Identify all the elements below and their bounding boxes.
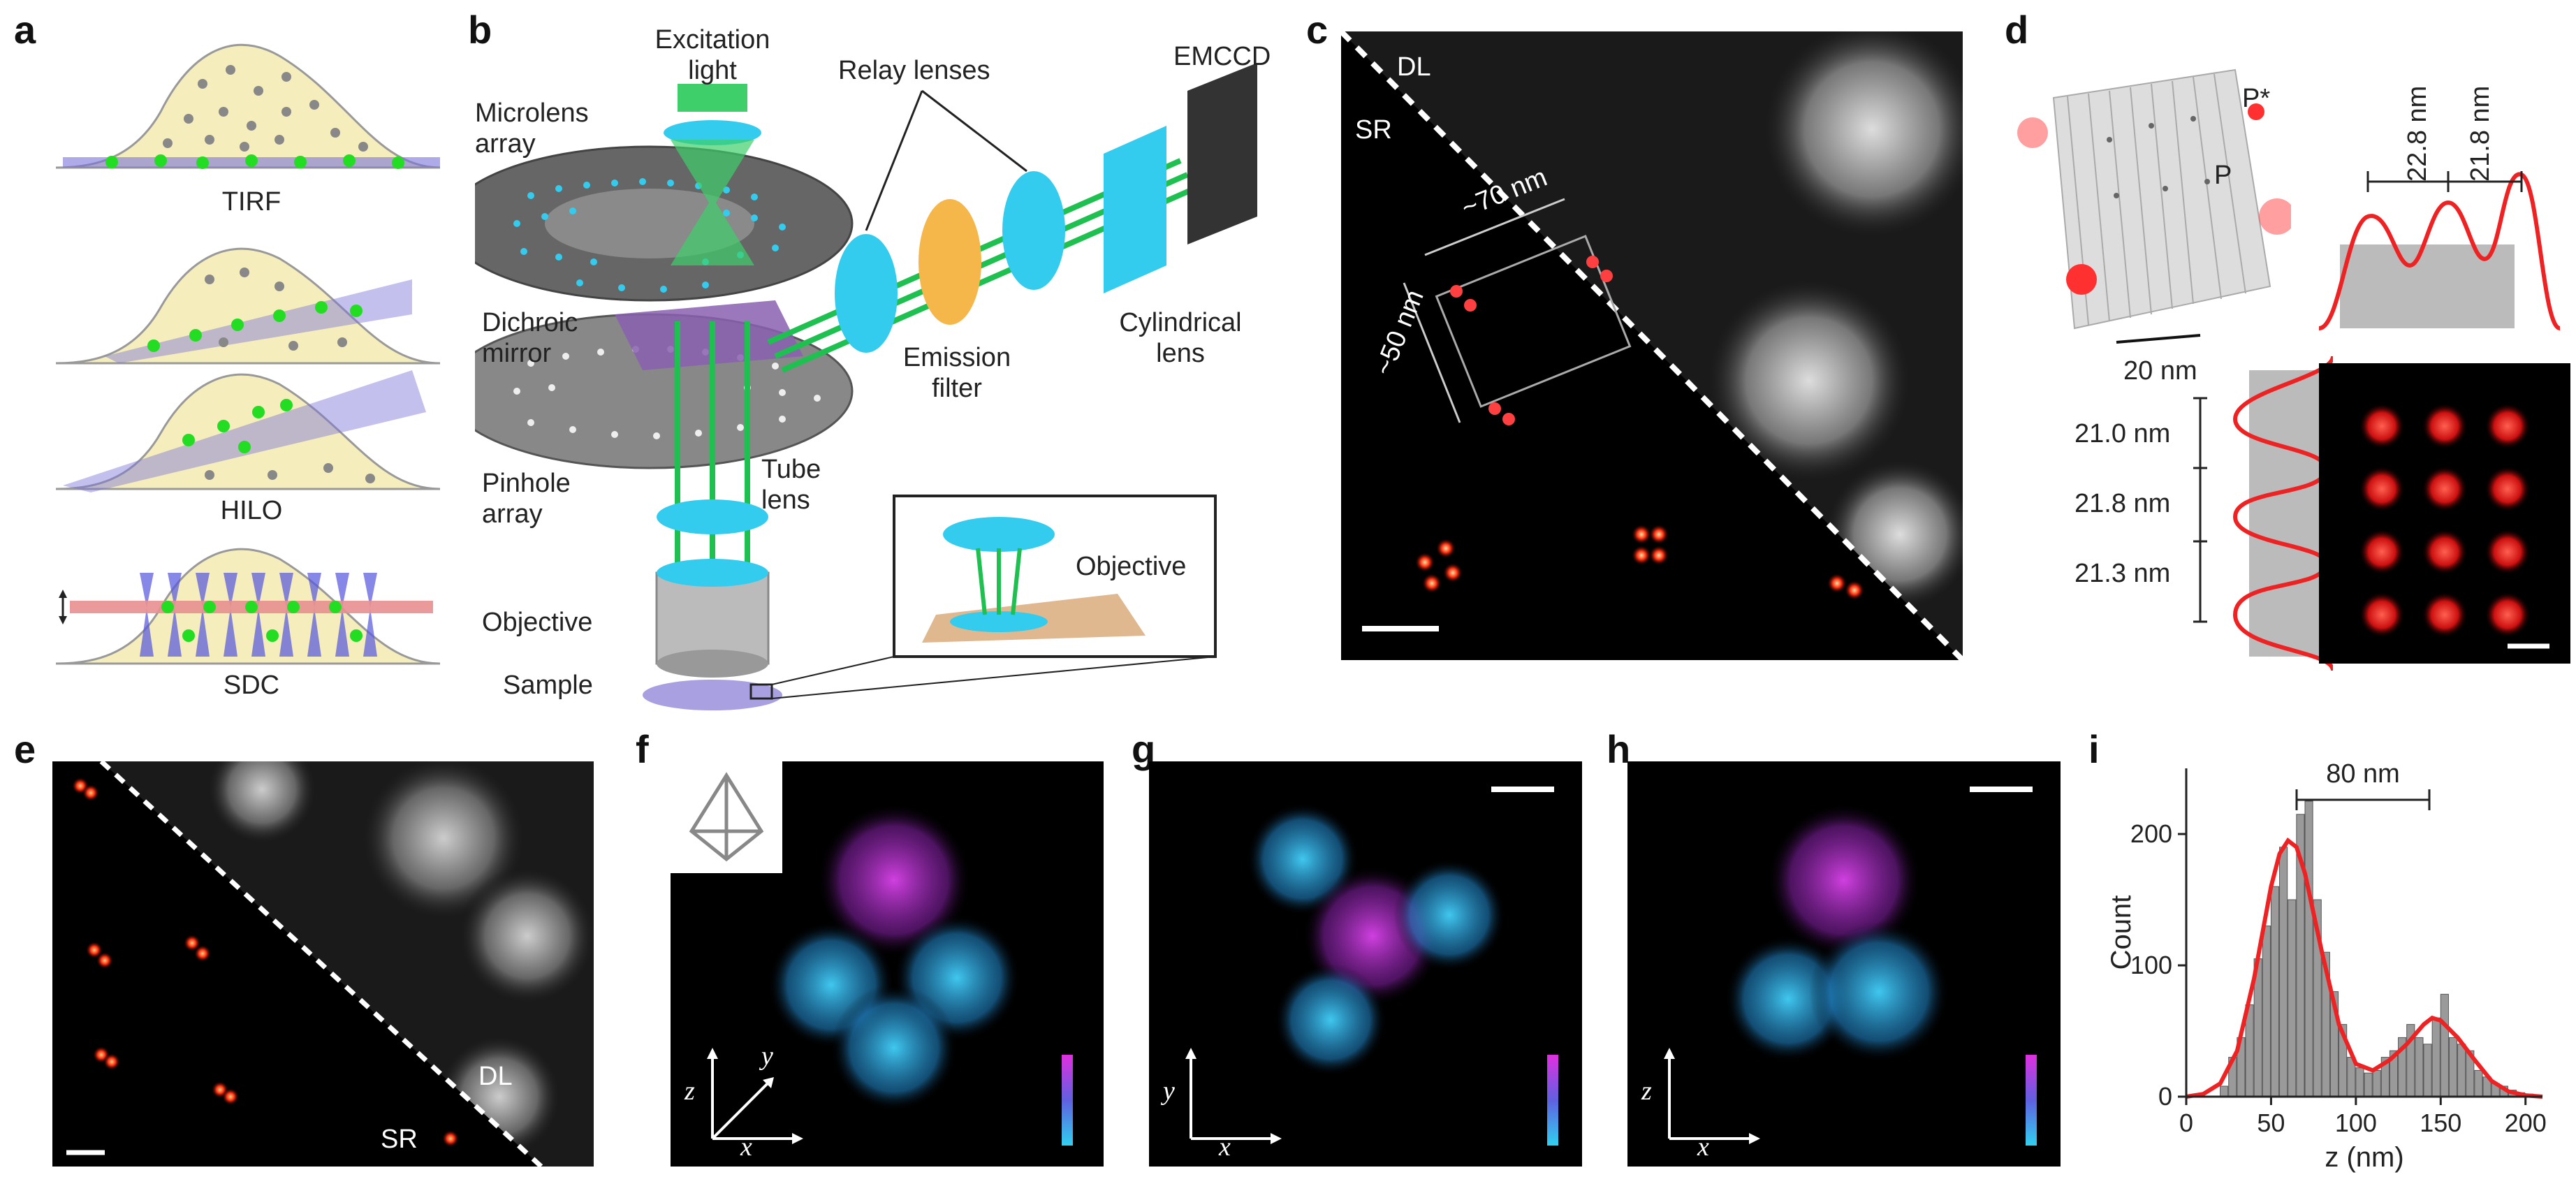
histogram-bar [2431, 1017, 2440, 1097]
side-dim-2: 21.8 nm [2074, 489, 2171, 518]
y-tick-label: 100 [2130, 951, 2172, 979]
histogram-bar [2262, 926, 2271, 1097]
histogram-bar [2440, 993, 2449, 1097]
histogram-bar [2448, 1037, 2458, 1097]
dichroic-mirror-label: Dichroic mirror [482, 308, 578, 368]
panel-label-a: a [14, 8, 36, 52]
histogram-bar [2304, 800, 2313, 1097]
sr-label-c: SR [1355, 115, 1392, 145]
panel-g: y x [1149, 761, 1582, 1167]
panel-e: DL SR [52, 733, 597, 1169]
width-20nm-label: 20 nm [2123, 356, 2197, 386]
panel-i: 0 50 100 150 200 0 100 200 80 nm Count z (nm) [2102, 754, 2563, 1174]
axis-x-f: x [740, 1132, 752, 1162]
histogram-bar [2220, 1085, 2229, 1097]
panel-d: P* P 20 nm 22.8 nm 21.8 nm 21.0 nm 21.8 … [2012, 28, 2570, 692]
xy-projection-g [1185, 787, 1558, 1146]
side-profile [2193, 356, 2333, 671]
objective-label: Objective [482, 608, 593, 637]
x-tick-label: 200 [2505, 1109, 2547, 1137]
histogram-bar [2270, 886, 2280, 1097]
x-tick-label: 0 [2179, 1109, 2193, 1137]
axis-z-f: z [685, 1076, 695, 1106]
optical-setup-diagram [475, 63, 1257, 710]
x-tick-label: 100 [2335, 1109, 2377, 1137]
histogram-bar [2457, 1044, 2466, 1097]
panel-label-e: e [14, 727, 36, 771]
tube-lens-label: Tube lens [761, 455, 821, 515]
sdc-label: SDC [223, 671, 280, 700]
inset-objective-label: Objective [1076, 552, 1187, 581]
y-axis-title: Count [2106, 895, 2137, 970]
panel-c: DL SR ~70 nm ~50 nm [1341, 31, 1963, 660]
axis-x-h: x [1697, 1132, 1709, 1162]
axis-z-h: z [1641, 1076, 1652, 1106]
histogram-bar [2474, 1069, 2483, 1097]
tirf-schematic [55, 43, 441, 169]
cylindrical-lens-label: Cylindrical lens [1119, 308, 1242, 368]
relay-lenses-label: Relay lenses [838, 56, 990, 85]
x-axis-title: z (nm) [2325, 1142, 2403, 1173]
axis-y-g: y [1163, 1076, 1175, 1106]
3d-localization-f [671, 761, 1073, 1146]
hilo-schematic-2 [55, 370, 441, 492]
xz-projection-h [1664, 787, 2037, 1146]
x-tick-label: 50 [2257, 1109, 2285, 1137]
histogram-bar [2355, 1067, 2364, 1097]
axis-y-f: y [761, 1041, 773, 1071]
peak-separation-label: 80 nm [2326, 759, 2400, 789]
panel-label-h: h [1607, 727, 1631, 771]
emccd-label: EMCCD [1173, 42, 1271, 71]
histogram-bar [2423, 1044, 2432, 1097]
tirf-label: TIRF [221, 187, 281, 217]
panel-f: z y x [671, 761, 1104, 1167]
excitation-light-label: Excitation light [654, 25, 770, 85]
histogram-bar [2372, 1069, 2381, 1097]
dl-label-c: DL [1397, 52, 1431, 82]
hilo-label: HILO [220, 496, 283, 525]
y-tick-label: 0 [2158, 1082, 2172, 1111]
panel-b: Excitation light Microlens array Relay l… [475, 21, 1285, 712]
side-dim-3: 21.3 nm [2074, 559, 2171, 588]
sdc-schematic [55, 548, 441, 665]
panel-a: TIRF HILO SDC [49, 28, 454, 700]
x-tick-label: 150 [2420, 1109, 2461, 1137]
sr-grid-image [2319, 363, 2570, 664]
histogram-bar [2279, 847, 2288, 1097]
panel-label-d: d [2005, 8, 2029, 52]
emission-filter-label: Emission filter [902, 343, 1011, 403]
top-dim-2: 21.8 nm [2466, 85, 2495, 182]
sr-label-e: SR [381, 1125, 418, 1154]
top-profile [2318, 171, 2561, 330]
panel-label-b: b [468, 8, 492, 52]
origami-schematic [2017, 68, 2291, 344]
panel-label-c: c [1306, 8, 1329, 52]
hilo-schematic-1 [55, 247, 441, 365]
p-star-label: P* [2242, 84, 2271, 113]
microlens-array-label: Microlens array [475, 98, 589, 159]
dl-sr-image-e [52, 733, 597, 1169]
y-tick-label: 200 [2130, 819, 2172, 848]
side-dim-1: 21.0 nm [2074, 419, 2171, 448]
pinhole-array-label: Pinhole array [482, 469, 571, 529]
histogram-bar [2415, 1037, 2424, 1097]
sample-label: Sample [503, 671, 593, 700]
histogram-bar [2288, 899, 2297, 1097]
panel-label-i: i [2088, 727, 2100, 771]
panel-h: z x [1627, 761, 2061, 1167]
z-histogram-chart: 0 50 100 150 200 0 100 200 80 nm Count z (nm) [2106, 759, 2547, 1173]
axis-x-g: x [1219, 1132, 1231, 1162]
dl-sr-image-c [1341, 31, 1963, 660]
top-dim-1: 22.8 nm [2403, 85, 2432, 182]
p-label: P [2214, 161, 2232, 190]
gaussian-fit-curve [2186, 838, 2543, 1099]
histogram-bar [2364, 1072, 2373, 1097]
panel-label-f: f [636, 727, 649, 771]
dl-label-e: DL [478, 1062, 513, 1091]
